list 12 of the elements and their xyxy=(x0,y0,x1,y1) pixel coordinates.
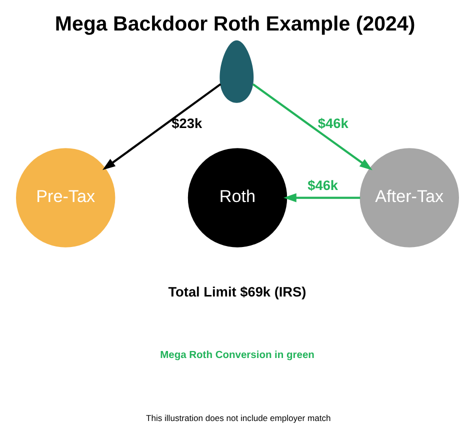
diagram-title: Mega Backdoor Roth Example (2024) xyxy=(54,12,415,36)
arrow xyxy=(283,193,360,202)
edge-label: $46k xyxy=(307,178,338,193)
arrow xyxy=(102,83,221,170)
edge-label: $23k xyxy=(171,116,202,131)
node-circle: Roth xyxy=(187,148,287,248)
node-person xyxy=(219,40,254,103)
arrow xyxy=(252,83,372,170)
label: This illustration does not include employer match xyxy=(145,412,330,423)
edge-label: $46k xyxy=(317,116,348,131)
label: Mega Roth Conversion in green xyxy=(160,350,314,362)
label: Total Limit $69k (IRS) xyxy=(168,284,306,300)
